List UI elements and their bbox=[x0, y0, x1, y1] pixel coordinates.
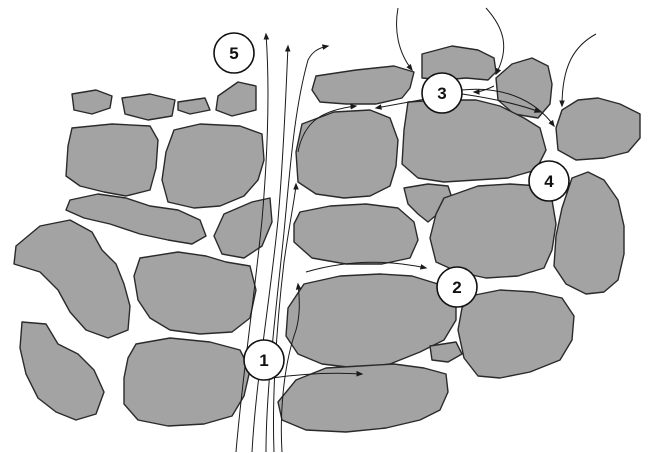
grain bbox=[312, 66, 414, 104]
grain bbox=[124, 338, 250, 426]
marker-label: 4 bbox=[544, 172, 554, 191]
grain bbox=[66, 124, 158, 196]
grain bbox=[134, 252, 256, 334]
grain bbox=[122, 94, 175, 120]
flow-line bbox=[562, 34, 596, 106]
grain bbox=[216, 82, 256, 116]
grain bbox=[556, 98, 640, 160]
marker-2: 2 bbox=[437, 267, 477, 307]
grains bbox=[14, 46, 640, 432]
grain bbox=[294, 204, 418, 264]
marker-1: 1 bbox=[244, 340, 284, 380]
marker-label: 2 bbox=[452, 278, 461, 297]
marker-4: 4 bbox=[529, 161, 569, 201]
grain bbox=[430, 184, 556, 278]
grain bbox=[162, 124, 264, 208]
grain bbox=[458, 290, 574, 378]
marker-label: 1 bbox=[259, 351, 268, 370]
grain bbox=[178, 98, 210, 114]
marker-label: 3 bbox=[437, 84, 446, 103]
marker-label: 5 bbox=[229, 44, 238, 63]
grain bbox=[430, 342, 462, 362]
grain bbox=[14, 220, 130, 338]
marker-5: 5 bbox=[214, 33, 254, 73]
grain bbox=[20, 322, 104, 420]
grain bbox=[72, 90, 112, 114]
flow-line bbox=[397, 8, 412, 70]
marker-3: 3 bbox=[422, 73, 462, 113]
